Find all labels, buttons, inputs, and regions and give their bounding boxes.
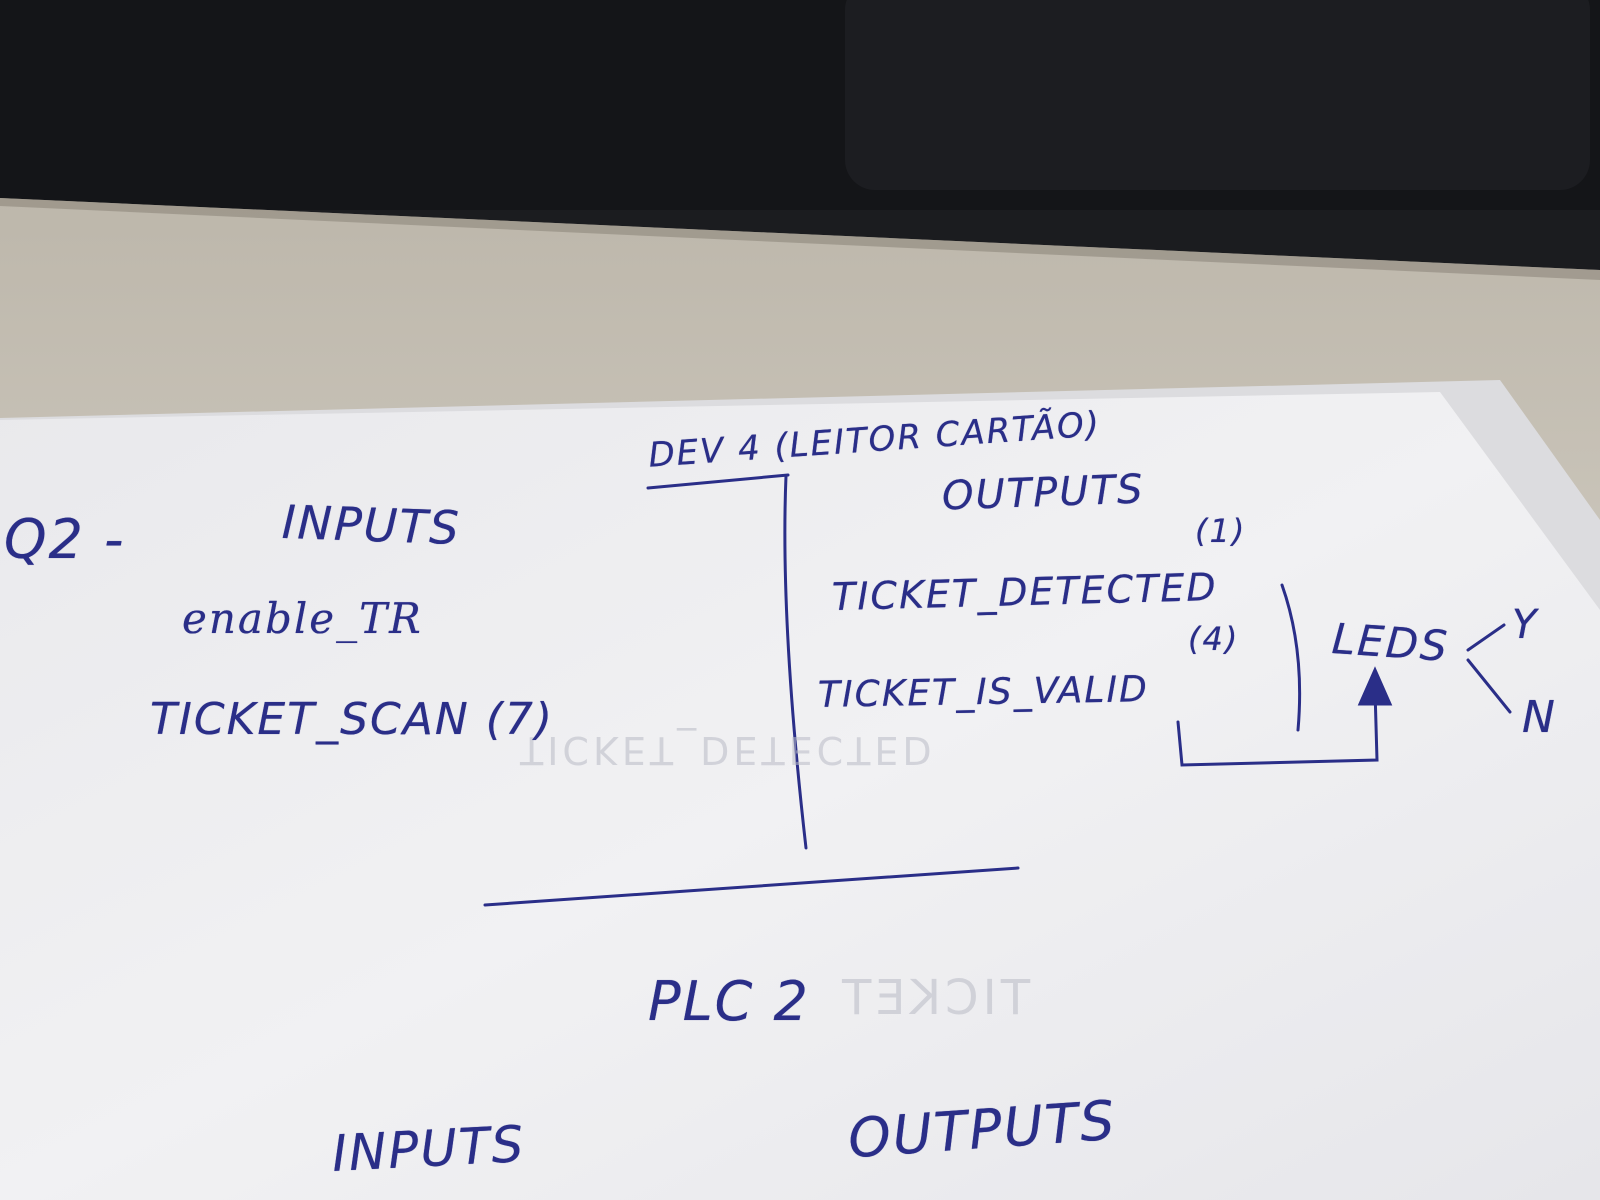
input-item: enable_TR [182, 594, 423, 643]
inputs-heading: INPUTS [281, 494, 462, 556]
question-label: Q2 - [4, 508, 126, 571]
leds-label: LEDS [1330, 613, 1451, 672]
divider-vertical-line [783, 474, 808, 850]
output-note: (4) [1188, 620, 1240, 658]
outputs-heading: OUTPUTS [941, 466, 1146, 520]
leds-branch-lines [1466, 623, 1512, 714]
leds-state-no: N [1522, 692, 1557, 743]
laptop-trackpad [845, 0, 1590, 190]
bleed-through-text: TICKET [838, 970, 1031, 1026]
leds-bracket-line [1280, 583, 1302, 732]
leds-arrowhead-icon [1357, 666, 1393, 706]
title-underline [646, 473, 790, 490]
bleed-through-text: TICKET_DETECTED [520, 728, 936, 772]
lower-title: PLC 2 [648, 970, 810, 1033]
output-item: TICKET_IS_VALID [817, 669, 1150, 716]
leds-state-yes: Y [1512, 602, 1539, 648]
lower-inputs-heading: INPUTS [330, 1114, 527, 1184]
input-item: TICKET_SCAN (7) [150, 694, 555, 745]
output-note: (1) [1195, 512, 1247, 550]
valid-to-leds-connector [1176, 688, 1379, 767]
laptop-edge-shadow [0, 198, 1600, 280]
divider-horizontal-line [483, 866, 1020, 907]
